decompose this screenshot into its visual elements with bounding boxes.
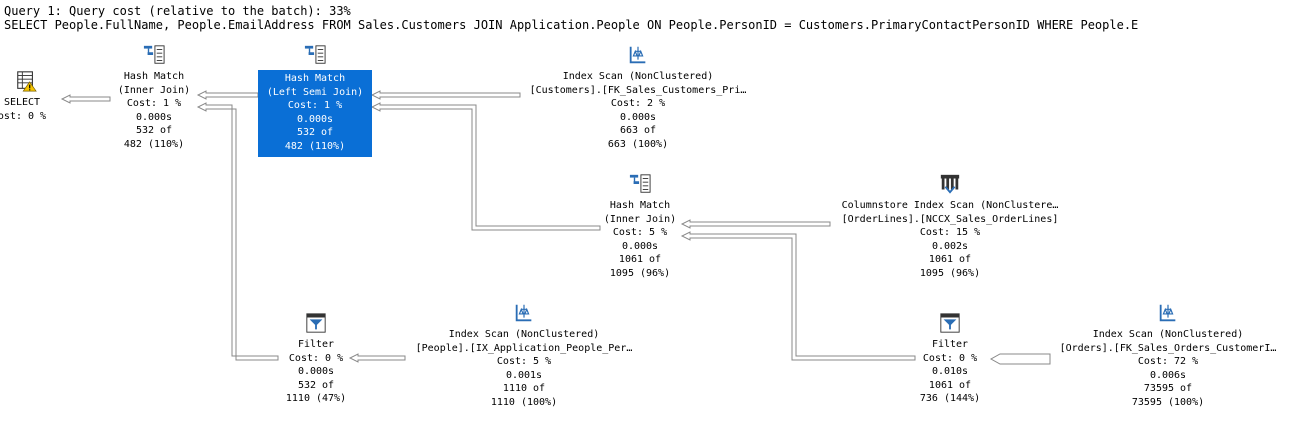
arrow-orders-to-filter2 [989,353,1051,365]
colstore-op: Columnstore Index Scan (NonClustere… [841,200,1059,211]
hash3-op: Hash Match [609,200,671,211]
filter1-text: Filter Cost: 0 % 0.000s 532 of 1110 (47%… [276,338,356,406]
colstore-object: [OrderLines].[NCCX_Sales_OrderLines] [841,213,1059,225]
idx-customers-text: Index Scan (NonClustered) [Customers].[F… [518,70,758,151]
idx-customers-cost: Cost: 2 % [610,98,666,109]
hash1-type: (Inner Join) [117,84,191,96]
idx-customers-time: 0.000s [619,111,657,123]
idx-people-rows: 1110 of [502,383,546,394]
hash2-est: 482 (110%) [284,140,346,152]
hash2-time: 0.000s [296,113,334,125]
hash-match-icon [304,45,326,64]
idx-people-object: [People].[IX_Application_People_Per… [415,342,633,354]
hash1-rows: 532 of [135,125,173,136]
query-cost-text: Query 1: Query cost (relative to the bat… [4,4,351,18]
hash3-rows: 1061 of [618,254,662,265]
colstore-cost: Cost: 15 % [919,227,981,238]
colstore-rows: 1061 of [928,254,972,265]
plan-node-columnstore-index-scan[interactable]: Columnstore Index Scan (NonClustere… [Or… [830,173,1070,280]
colstore-est: 1095 (96%) [919,267,981,279]
hash3-type: (Inner Join) [603,213,677,225]
colstore-text: Columnstore Index Scan (NonClustere… [Or… [830,199,1070,280]
plan-node-index-scan-orders[interactable]: Index Scan (NonClustered) [Orders].[FK_S… [1048,302,1288,409]
hash-match-icon [143,45,165,64]
hash3-est: 1095 (96%) [609,267,671,279]
filter2-time: 0.010s [931,366,969,377]
plan-node-filter-orders[interactable]: Filter Cost: 0 % 0.010s 1061 of 736 (144… [910,312,990,406]
idx-orders-time: 0.006s [1149,369,1187,381]
idx-customers-object: [Customers].[FK_Sales_Customers_Pri… [529,84,747,96]
plan-node-filter-people[interactable]: Filter Cost: 0 % 0.000s 532 of 1110 (47%… [276,312,356,406]
idx-people-time: 0.001s [505,369,543,381]
idx-orders-object: [Orders].[FK_Sales_Orders_CustomerI… [1059,342,1277,354]
filter-icon [940,313,960,333]
hash3-text: Hash Match (Inner Join) Cost: 5 % 0.000s… [590,199,690,280]
filter2-cost: Cost: 0 % [922,352,978,364]
hash2-rows: 532 of [296,127,334,138]
filter1-op: Filter [297,339,335,350]
arrow-filter1-to-hash1 [196,102,279,361]
idx-orders-op: Index Scan (NonClustered) [1092,329,1244,340]
hash3-time: 0.000s [621,240,659,252]
hash2-cost: Cost: 1 % [287,100,343,111]
hash2-type: (Left Semi Join) [266,86,364,98]
filter2-rows: 1061 of [928,379,972,391]
hash1-cost: Cost: 1 % [126,98,182,109]
query-header: Query 1: Query cost (relative to the bat… [4,4,1300,32]
filter1-rows: 532 of [297,379,335,391]
idx-customers-op: Index Scan (NonClustered) [562,71,714,82]
filter1-cost: Cost: 0 % [288,352,344,364]
idx-orders-cost: Cost: 72 % [1137,356,1199,367]
arrow-hash3-to-hash2 [370,102,601,231]
plan-node-index-scan-people[interactable]: Index Scan (NonClustered) [People].[IX_A… [404,302,644,409]
hash1-time: 0.000s [135,111,173,123]
arrow-people-to-filter1 [348,353,406,363]
index-scan-icon [629,46,646,64]
select-cost: ost: 0 % [0,110,47,122]
hash-match-icon [629,174,651,193]
arrow-hash2-to-hash1 [196,90,259,100]
idx-people-op: Index Scan (NonClustered) [448,329,600,340]
filter1-est: 1110 (47%) [285,393,347,404]
idx-customers-rows: 663 of [619,125,657,136]
idx-people-text: Index Scan (NonClustered) [People].[IX_A… [404,328,644,409]
filter1-time: 0.000s [297,366,335,377]
hash2-op: Hash Match [284,73,346,84]
plan-node-select[interactable]: SELECT ost: 0 % [0,70,52,123]
idx-orders-rows: 73595 of [1143,383,1193,394]
arrow-customers-to-hash2 [370,90,521,100]
arrow-colstore-to-hash3 [680,219,831,229]
columnstore-scan-icon [940,174,960,194]
plan-node-hash-match-inner-join[interactable]: Hash Match (Inner Join) Cost: 1 % 0.000s… [104,44,204,151]
hash1-est: 482 (110%) [123,138,185,150]
hash2-text: Hash Match (Left Semi Join) Cost: 1 % 0.… [258,70,372,157]
filter2-est: 736 (144%) [919,393,981,404]
plan-node-hash-match-inner-join-2[interactable]: Hash Match (Inner Join) Cost: 5 % 0.000s… [590,173,690,280]
hash3-cost: Cost: 5 % [612,227,668,238]
select-result-icon [17,71,37,92]
idx-customers-est: 663 (100%) [607,138,669,150]
idx-orders-text: Index Scan (NonClustered) [Orders].[FK_S… [1048,328,1288,409]
idx-orders-est: 73595 (100%) [1131,396,1205,408]
filter2-op: Filter [931,339,969,350]
sql-text[interactable]: SELECT People.FullName, People.EmailAddr… [4,18,1139,32]
hash1-text: Hash Match (Inner Join) Cost: 1 % 0.000s… [104,70,204,151]
index-scan-icon [515,304,532,322]
arrow-filter2-to-hash3 [680,231,916,361]
select-name: SELECT [3,97,41,108]
plan-node-index-scan-customers[interactable]: Index Scan (NonClustered) [Customers].[F… [518,44,758,151]
idx-people-cost: Cost: 5 % [496,356,552,367]
index-scan-icon [1159,304,1176,322]
filter-icon [306,313,326,333]
plan-node-hash-match-left-semi-join[interactable]: Hash Match (Left Semi Join) Cost: 1 % 0.… [258,44,372,157]
select-node-text: SELECT ost: 0 % [0,96,52,123]
hash1-op: Hash Match [123,71,185,82]
idx-people-est: 1110 (100%) [490,396,558,408]
colstore-time: 0.002s [931,240,969,252]
filter2-text: Filter Cost: 0 % 0.010s 1061 of 736 (144… [910,338,990,406]
arrow-hash1-to-select [60,94,111,104]
